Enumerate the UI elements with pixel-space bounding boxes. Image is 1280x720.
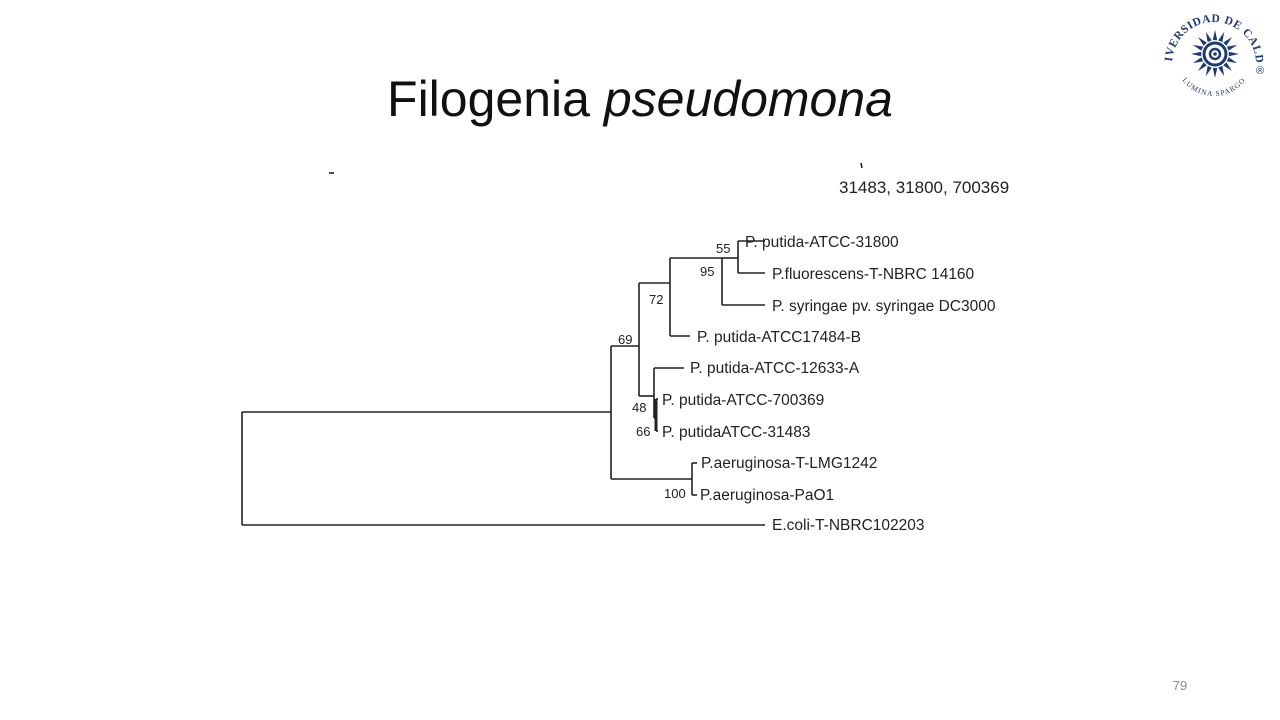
registered-mark: ® — [1256, 65, 1264, 77]
taxon-label: P.aeruginosa-T-LMG1242 — [701, 455, 877, 472]
bootstrap-value: 72 — [649, 292, 663, 307]
bootstrap-value: 69 — [618, 332, 632, 347]
taxon-label: P. putida-ATCC-12633-A — [690, 360, 860, 377]
sun-ray — [1198, 37, 1207, 46]
taxon-label: P.aeruginosa-PaO1 — [700, 487, 834, 504]
sun-ray — [1223, 62, 1232, 71]
taxon-label: P. putida-ATCC17484-B — [697, 329, 861, 346]
sun-ray — [1218, 31, 1225, 43]
sun-icon — [1191, 30, 1239, 78]
sun-ray — [1192, 57, 1204, 64]
taxon-label: P. putida-ATCC-700369 — [662, 392, 824, 409]
sun-ray — [1198, 62, 1207, 71]
strain-list-header: 31483, 31800, 700369 — [839, 178, 1009, 197]
sun-ray — [1192, 44, 1204, 51]
bootstrap-value: 55 — [716, 241, 730, 256]
university-seal-logo: UNIVERSIDAD DE CALDAS LUMINA SPARGO ® — [1158, 2, 1265, 98]
bootstrap-value: 66 — [636, 424, 650, 439]
bootstrap-value: 100 — [664, 486, 686, 501]
taxon-label: E.coli-T-NBRC102203 — [772, 517, 924, 534]
taxon-label: P. putida-ATCC-31800 — [745, 234, 899, 251]
sun-ray — [1212, 30, 1218, 41]
sun-ray — [1218, 65, 1225, 77]
title-main: Filogenia — [387, 71, 590, 127]
bootstrap-value: 95 — [700, 264, 714, 279]
taxon-label: P.fluorescens-T-NBRC 14160 — [772, 266, 975, 283]
page-number: 79 — [1172, 678, 1188, 693]
stray-mark — [860, 162, 863, 169]
sun-ray — [1205, 31, 1212, 43]
tree-branches — [241, 240, 765, 526]
title-italic: pseudomona — [603, 71, 893, 127]
sun-ray — [1226, 44, 1238, 51]
taxon-label: P. putidaATCC-31483 — [662, 424, 811, 441]
sun-ray — [1212, 67, 1218, 78]
sun-ray — [1228, 51, 1239, 57]
slide-title: Filogenia pseudomona — [0, 72, 1280, 127]
sun-ray — [1205, 65, 1212, 77]
bootstrap-value: 48 — [632, 400, 646, 415]
sun-ray — [1226, 57, 1238, 64]
taxon-label: P. syringae pv. syringae DC3000 — [772, 298, 996, 315]
sun-ray — [1223, 37, 1232, 46]
sun-ray — [1191, 51, 1202, 57]
